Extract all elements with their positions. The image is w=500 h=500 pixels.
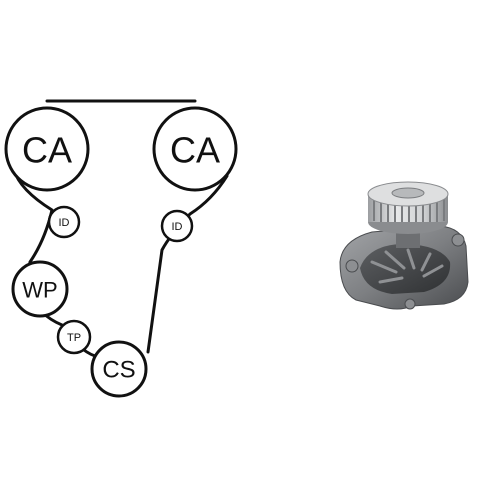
idler-right-label: ID (172, 221, 183, 233)
tensioner-pulley (56, 319, 92, 355)
tensioner-label: TP (67, 332, 81, 344)
cam-left-label: CA (22, 130, 72, 171)
camshaft-pulley-right (152, 106, 238, 192)
impeller-vanes (370, 248, 444, 284)
cam-right-label: CA (170, 130, 220, 171)
pulley-hub (391, 187, 425, 199)
bolt-boss-2 (345, 259, 359, 273)
belt-diagram (4, 99, 238, 398)
idler-left-label: ID (59, 217, 70, 229)
idler-pulley-left (47, 205, 81, 239)
crankshaft-pulley (90, 340, 148, 398)
bolt-boss-1 (451, 233, 465, 247)
crankshaft-label: CS (102, 357, 135, 384)
camshaft-pulley-left (4, 106, 90, 192)
bolt-boss-3 (404, 298, 416, 310)
pulley-labels: CA CA ID ID WP TP CS (22, 130, 220, 384)
belt-right-segment (146, 174, 229, 354)
idler-pulley-right (160, 209, 194, 243)
water-pump-label: WP (22, 278, 57, 303)
water-pump-image (339, 181, 469, 310)
water-pump-pulley (11, 260, 69, 318)
